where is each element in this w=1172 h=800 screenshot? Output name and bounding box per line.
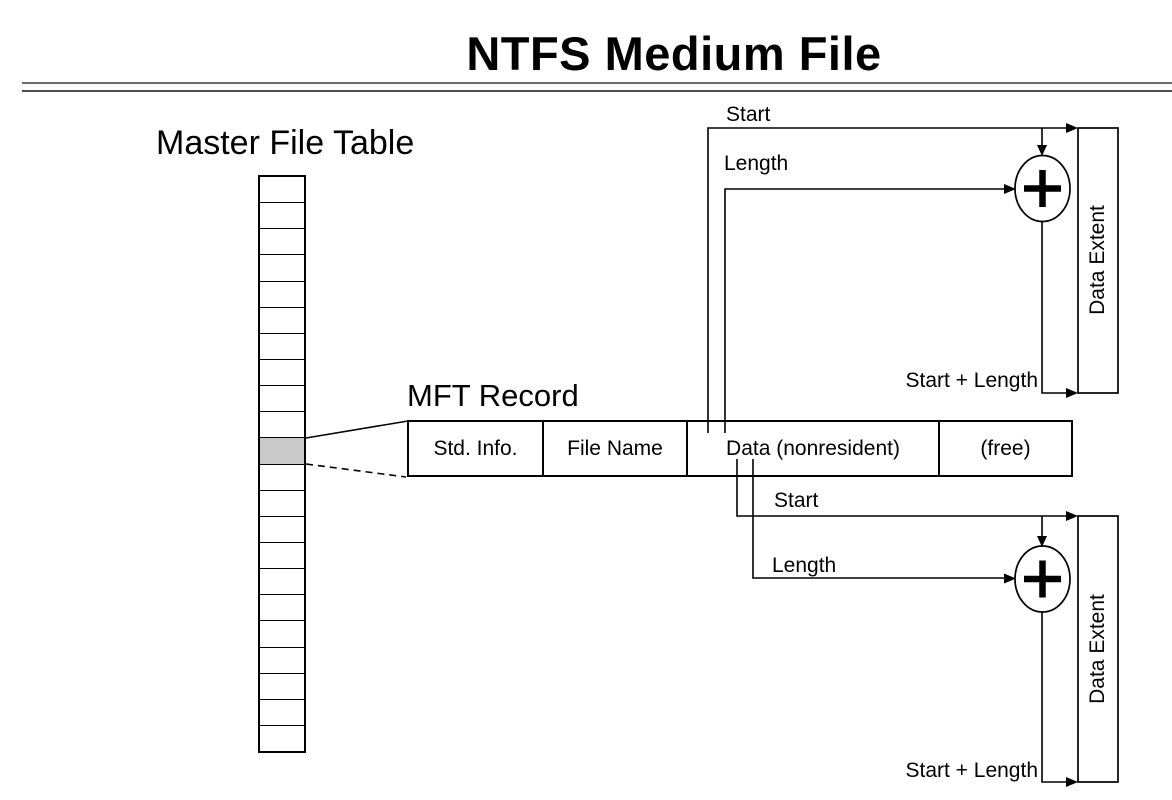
mft-cell bbox=[260, 306, 304, 333]
mft-cell bbox=[260, 489, 304, 516]
mft-cell bbox=[260, 672, 304, 699]
extent-bottom-box-label: Data Extent bbox=[1086, 594, 1109, 704]
extent-top-length-label: Length bbox=[724, 152, 789, 175]
master-file-table bbox=[258, 175, 306, 753]
arrow-right-icon bbox=[1066, 511, 1078, 521]
extent-top-length-line bbox=[724, 188, 1006, 433]
connector-solid-line bbox=[305, 420, 409, 439]
arrow-right-icon bbox=[1066, 388, 1078, 398]
mft-record-cell: (free) bbox=[938, 422, 1071, 475]
extent-bottom-length-label: Length bbox=[772, 554, 837, 577]
arrow-down-icon bbox=[1037, 145, 1047, 156]
mft-record-cell: File Name bbox=[542, 422, 686, 475]
page-title: NTFS Medium File bbox=[466, 27, 882, 80]
plus-icon bbox=[1024, 170, 1061, 207]
arrow-down-icon bbox=[1037, 536, 1047, 547]
mft-cell bbox=[260, 202, 304, 228]
extent-bottom-adder-circle bbox=[1014, 545, 1071, 613]
extent-bottom-sum-line bbox=[1041, 612, 1068, 783]
mft-record-cell: Data (nonresident) bbox=[686, 422, 938, 475]
mft-cell bbox=[260, 541, 304, 568]
mft-cell-highlighted bbox=[260, 437, 304, 464]
plus-icon bbox=[1024, 560, 1061, 598]
record-connector-lines bbox=[305, 420, 409, 478]
extent-top-adder-circle bbox=[1014, 154, 1071, 223]
arrow-right-icon bbox=[1004, 184, 1016, 194]
mft-cell bbox=[260, 594, 304, 620]
extent-bottom-start-label: Start bbox=[774, 489, 819, 512]
mft-cell bbox=[260, 332, 304, 359]
mft-cell bbox=[260, 698, 304, 725]
mft-record-label: MFT Record bbox=[407, 378, 579, 413]
mft-cell bbox=[260, 568, 304, 594]
mft-cell bbox=[260, 177, 304, 202]
mft-cell bbox=[260, 358, 304, 385]
title-rule-bottom bbox=[22, 90, 1172, 92]
mft-cell bbox=[260, 646, 304, 673]
mft-cell bbox=[260, 411, 304, 437]
extent-top-start-label: Start bbox=[726, 103, 771, 126]
arrow-right-icon bbox=[1066, 777, 1078, 787]
extent-top-box-label: Data Extent bbox=[1086, 205, 1109, 315]
extent-top-sum-label: Start + Length bbox=[905, 369, 1038, 392]
master-file-table-label: Master File Table bbox=[156, 124, 415, 162]
extent-bottom-sum-label: Start + Length bbox=[905, 759, 1038, 782]
mft-cell bbox=[260, 724, 304, 751]
mft-cell bbox=[260, 228, 304, 254]
mft-cell bbox=[260, 463, 304, 490]
mft-record-cell: Std. Info. bbox=[433, 436, 518, 460]
mft-cell bbox=[260, 280, 304, 307]
arrow-right-icon bbox=[1004, 573, 1016, 584]
mft-cell bbox=[260, 254, 304, 280]
title-rule-top bbox=[22, 82, 1172, 84]
extent-top-sum-line bbox=[1041, 221, 1068, 394]
mft-cell bbox=[260, 385, 304, 411]
arrow-right-icon bbox=[1066, 123, 1078, 133]
mft-cell bbox=[260, 620, 304, 646]
mft-cell bbox=[260, 515, 304, 542]
connector-dashed-line bbox=[305, 463, 407, 478]
